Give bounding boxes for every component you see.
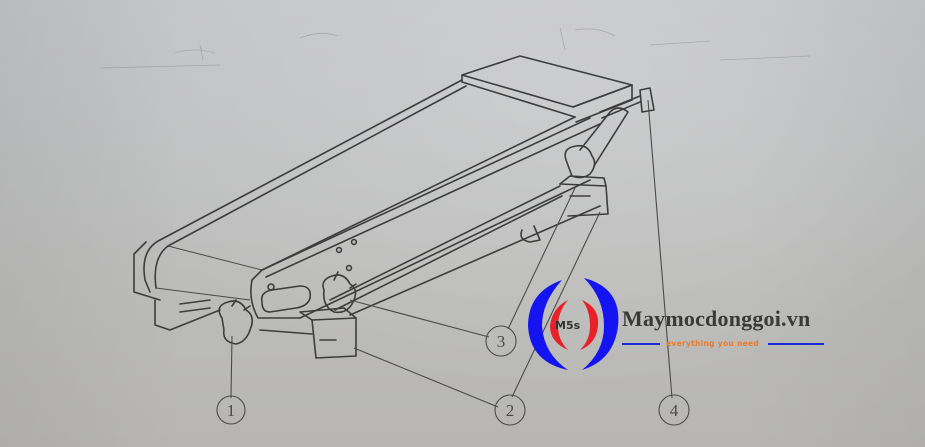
callout-3: 3 <box>485 325 517 357</box>
side-knob <box>322 271 357 314</box>
callout-2-label: 2 <box>506 401 515 420</box>
tagline: everything you need <box>666 339 760 348</box>
front-bracket <box>154 299 254 345</box>
callout-4-label: 4 <box>670 401 679 420</box>
callout-2: 2 <box>494 394 526 426</box>
tagline-rule-left <box>622 343 660 345</box>
side-frame <box>133 117 601 319</box>
tagline-rule-right <box>768 343 824 345</box>
watermark-logo: M5s Maymocdonggoi.vn everything you need <box>522 270 832 376</box>
bleed-through-marks <box>99 27 811 69</box>
logo-mark-text: M5s <box>555 319 581 332</box>
rear-bracket <box>520 87 655 243</box>
m5s-ring-icon <box>528 278 619 370</box>
callout-1: 1 <box>216 395 246 425</box>
callout-3-label: 3 <box>497 332 506 351</box>
leader-lines <box>230 99 673 408</box>
callout-4: 4 <box>658 394 690 426</box>
front-leg-block <box>259 307 357 359</box>
brand-name: Maymocdonggoi.vn <box>622 306 811 331</box>
callout-1-label: 1 <box>227 401 236 420</box>
belt <box>143 79 576 301</box>
drive-housing <box>461 55 633 123</box>
